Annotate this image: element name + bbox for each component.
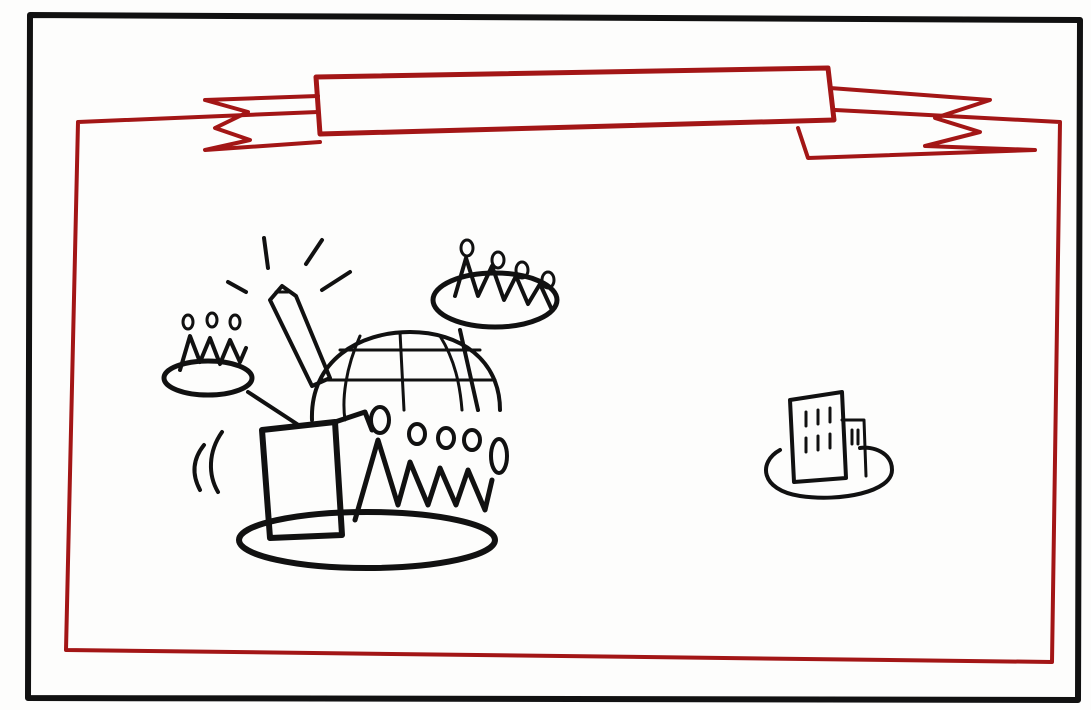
city-island-illustration — [766, 392, 892, 498]
inner-frame — [66, 110, 1060, 662]
banner-body — [316, 68, 834, 134]
banner-tail-left — [205, 96, 320, 150]
motion-lines — [194, 432, 222, 492]
small-community-left — [164, 313, 300, 426]
people-group-icon — [355, 407, 507, 520]
community-hub-illustration — [164, 238, 557, 568]
